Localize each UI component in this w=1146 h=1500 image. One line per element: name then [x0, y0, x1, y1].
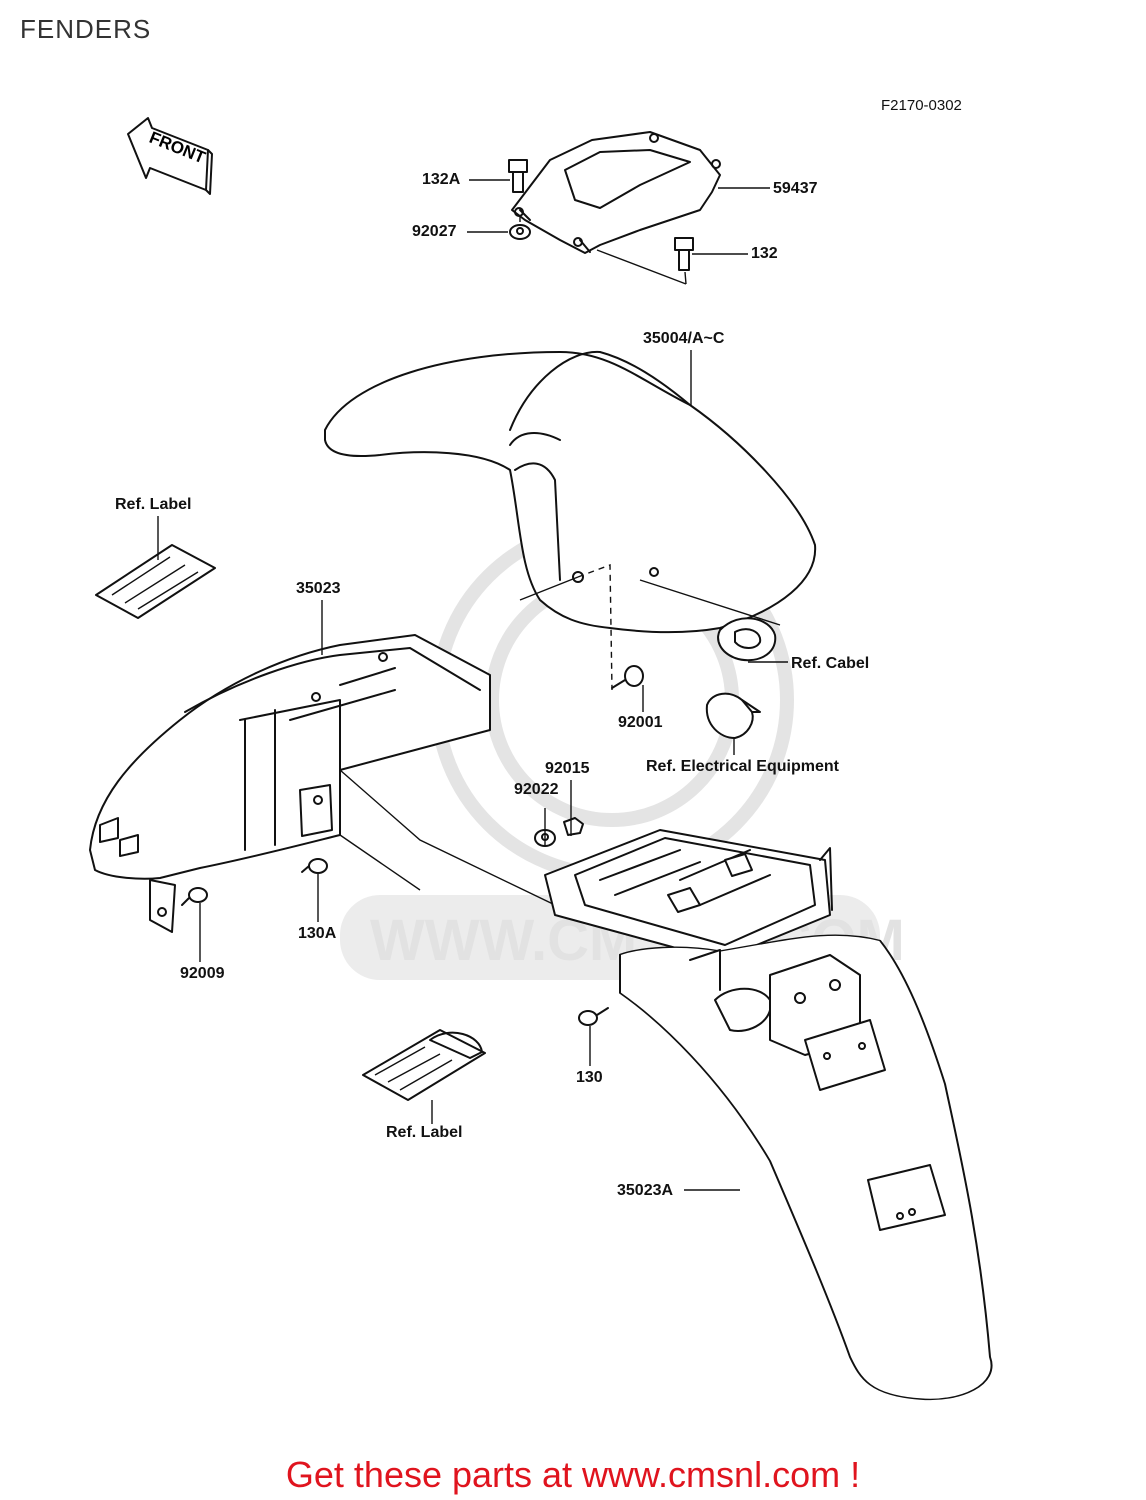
cover-59437 — [511, 131, 721, 254]
cable-clip-icon — [717, 617, 777, 662]
ref-cabel-text: Ref. Cabel — [791, 655, 870, 672]
part-label-130a: 130A — [298, 925, 337, 942]
ref-label-1-text: Ref. Label — [115, 496, 192, 513]
nut-92015-icon — [563, 817, 584, 836]
ref-label-1-icon — [95, 544, 216, 619]
ref-label-2-icon — [362, 1029, 486, 1101]
ref-label-2-text: Ref. Label — [386, 1124, 463, 1141]
part-label-92027: 92027 — [412, 223, 457, 240]
bolt-130-icon — [578, 1007, 609, 1026]
part-label-35023: 35023 — [296, 580, 341, 597]
screw-92001-icon — [611, 665, 644, 689]
part-label-35004: 35004/A~C — [643, 330, 725, 347]
part-label-132a: 132A — [422, 171, 461, 188]
part-label-59437: 59437 — [773, 180, 818, 197]
part-label-132: 132 — [751, 245, 778, 262]
nut-92027-icon — [509, 224, 531, 240]
front-fender-35004 — [324, 350, 817, 691]
leader-lines — [157, 179, 788, 1191]
part-label-92009: 92009 — [180, 965, 225, 982]
part-label-130: 130 — [576, 1069, 603, 1086]
inner-fender-35023 — [89, 634, 491, 933]
part-label-92001: 92001 — [618, 714, 663, 731]
part-label-92022: 92022 — [514, 781, 559, 798]
tray — [544, 829, 833, 961]
bolt-92009-icon — [181, 887, 208, 906]
ref-electrical-text: Ref. Electrical Equipment — [646, 758, 839, 775]
bolt-132-icon — [674, 237, 694, 271]
part-label-92015: 92015 — [545, 760, 590, 777]
electrical-connector-icon — [705, 692, 761, 739]
part-label-35023a: 35023A — [617, 1182, 674, 1199]
page-title: FENDERS — [20, 14, 152, 44]
rear-fender-35023a — [619, 934, 993, 1401]
front-arrow-icon: FRONT — [127, 117, 213, 195]
bolt-132a-icon — [508, 159, 528, 193]
diagram-code: F2170-0302 — [881, 97, 962, 114]
bolt-130a-icon — [301, 858, 328, 874]
footer-link[interactable]: Get these parts at www.cmsnl.com ! — [285, 1454, 861, 1495]
